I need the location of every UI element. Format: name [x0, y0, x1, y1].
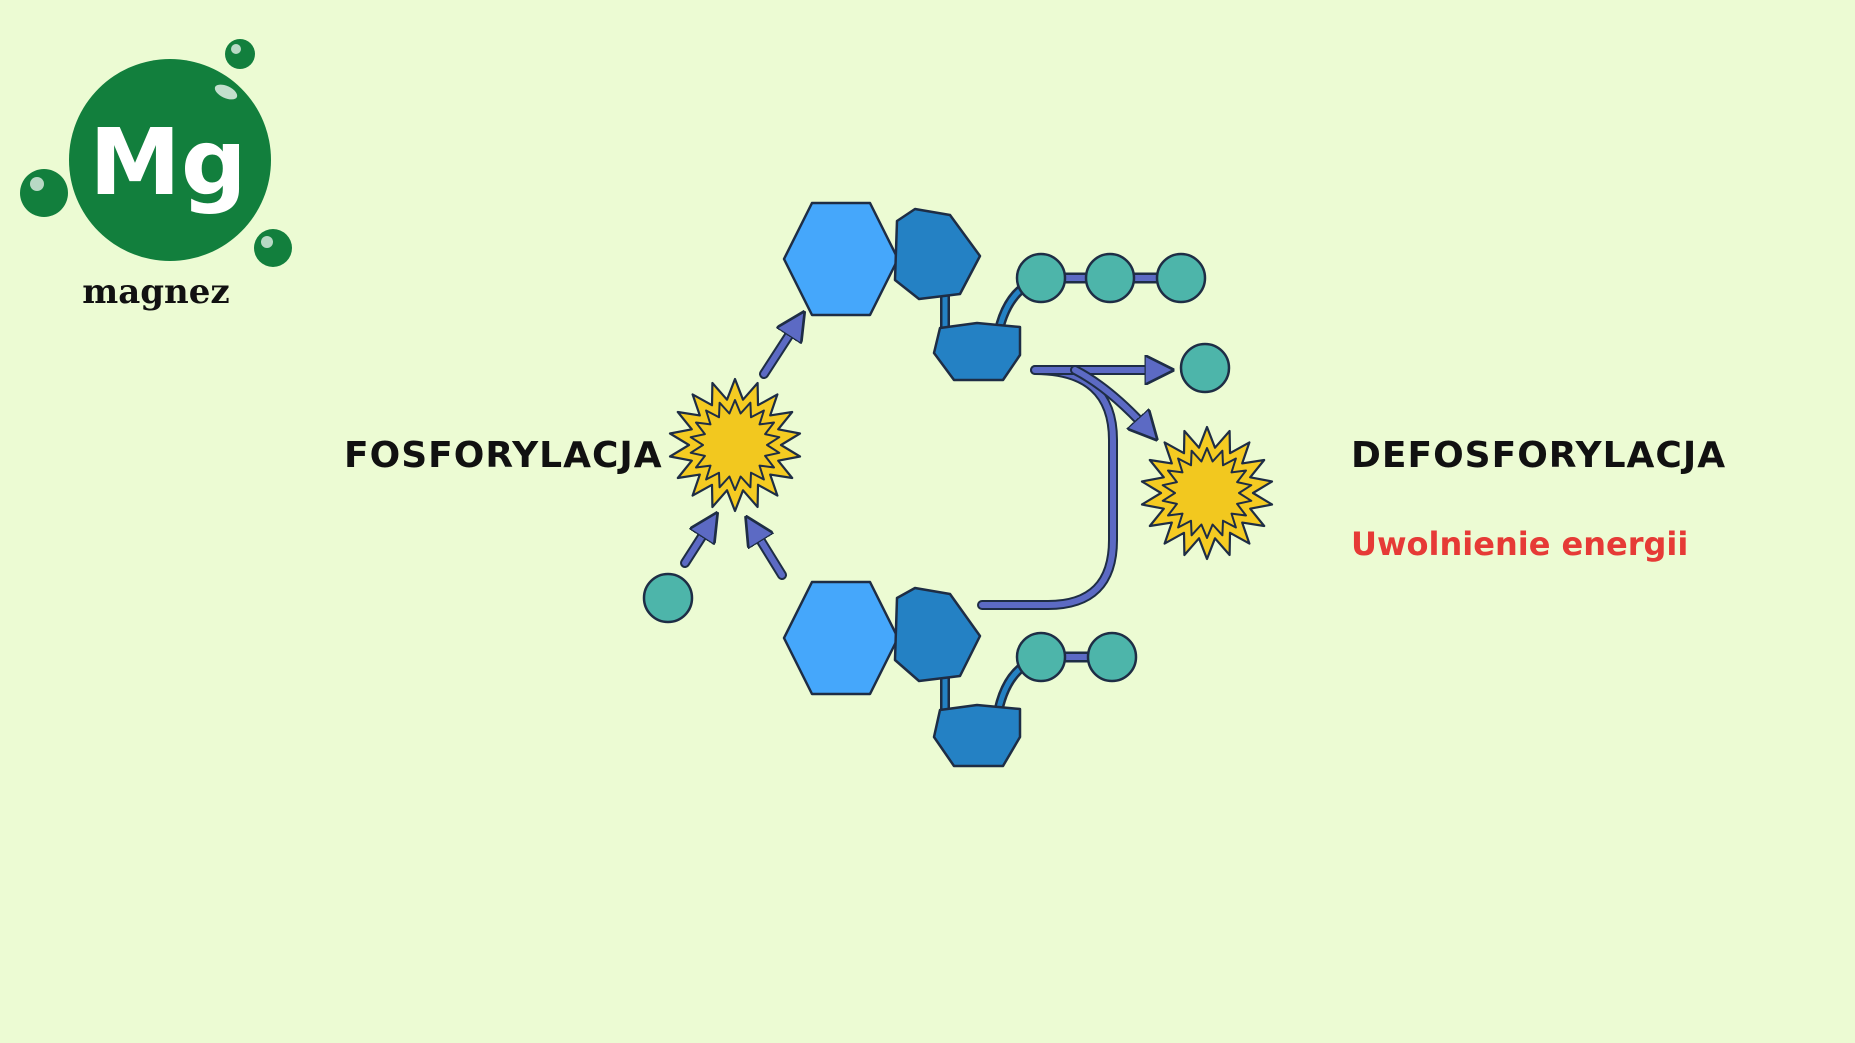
atp-phosphate-2: [1084, 252, 1136, 304]
magnesium-logo-icon: Mg: [20, 39, 292, 267]
adp-phosphate-1: [1015, 631, 1067, 683]
atp-hexagon: [782, 201, 900, 317]
logo-bubble-top: [225, 39, 255, 69]
phosphorylation-label: FOSFORYLACJA: [344, 435, 663, 476]
energy-release-label: Uwolnienie energii: [1351, 525, 1688, 563]
adp-phosphate-2: [1086, 631, 1138, 683]
logo-caption: magnez: [82, 272, 229, 312]
atp-pentagon: [932, 321, 1022, 382]
energy-burst-icon: [1140, 425, 1274, 561]
logo-bubble-bottom: [254, 229, 292, 267]
atp-phosphate-3: [1155, 252, 1207, 304]
energy-burst-inner: [689, 399, 781, 491]
adp-pentagon: [932, 703, 1022, 768]
energy-burst-icon: [668, 377, 802, 513]
atp-molecule-icon: [782, 201, 1207, 382]
dephosphorylation-label: DEFOSFORYLACJA: [1351, 435, 1726, 476]
logo-bubble-left: [20, 169, 68, 217]
atp-ring: [893, 207, 982, 301]
phosphate-icon: [642, 572, 694, 624]
arrows: [680, 323, 1160, 610]
adp-ring: [893, 586, 982, 683]
adp-molecule-icon: [782, 580, 1138, 768]
energy-burst-inner: [1161, 447, 1253, 539]
atp-phosphate-1: [1015, 252, 1067, 304]
adp-hexagon: [782, 580, 900, 696]
arrow-icon: [977, 365, 1118, 610]
logo-main-circle: [69, 59, 271, 261]
phosphate-icon: [1179, 342, 1231, 394]
logo-symbol: Mg: [89, 109, 246, 216]
